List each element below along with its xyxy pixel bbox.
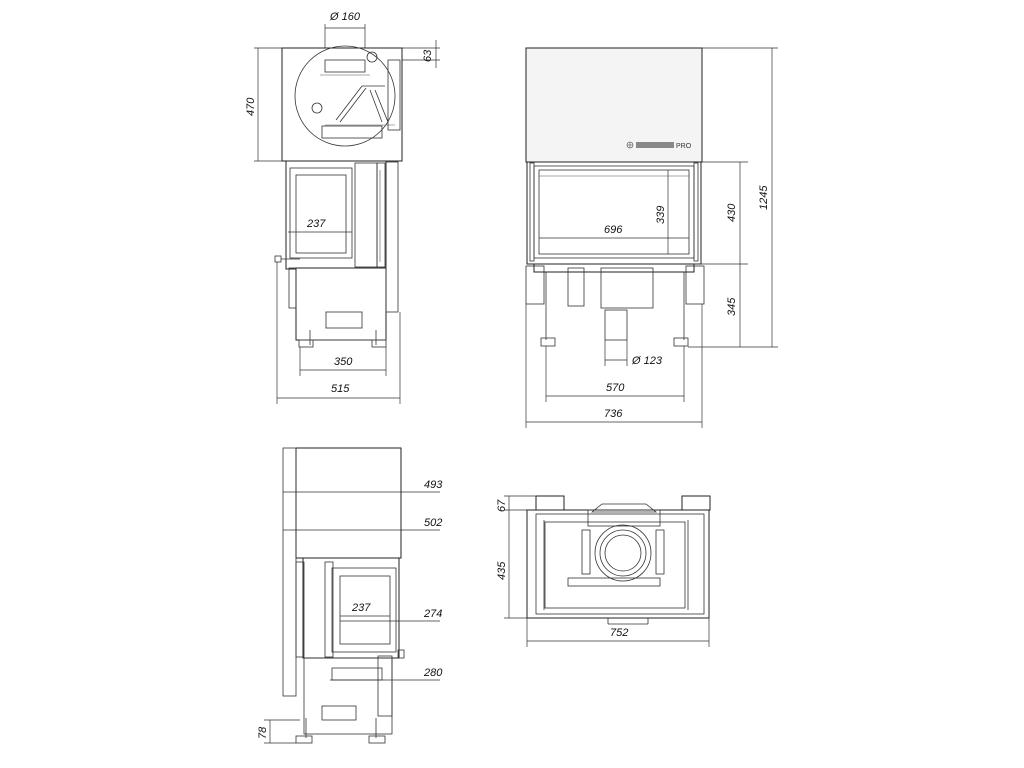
side-view-2: 493 502 237 274 280 78 <box>257 447 443 744</box>
dim-top-width: 752 <box>610 627 628 639</box>
dim-side2-foot: 78 <box>257 726 269 739</box>
dim-side2-depth-b: 502 <box>424 517 442 529</box>
dim-top-depth: 435 <box>496 561 508 580</box>
dim-front-total-height: 1245 <box>758 185 770 210</box>
dim-front-glass-height: 339 <box>655 206 667 224</box>
dim-side2-depth-d: 280 <box>423 667 443 679</box>
side-view: Ø 160 63 470 237 350 515 <box>245 11 440 404</box>
flue-circle <box>294 45 396 147</box>
dim-top-collar: 67 <box>496 499 508 512</box>
dim-side-collar: 63 <box>422 49 434 62</box>
dim-side-flue-diameter: Ø 160 <box>329 11 361 23</box>
dim-front-feet: 570 <box>606 382 625 394</box>
dim-side2-depth-c: 274 <box>423 608 442 620</box>
top-view: 67 435 752 <box>496 495 711 647</box>
brand-logo-text: PRO <box>676 143 692 150</box>
brand-logo-icon <box>626 141 674 149</box>
dim-front-glass-width: 696 <box>604 224 623 236</box>
dim-front-air-diameter: Ø 123 <box>631 355 663 367</box>
dim-front-body-height: 430 <box>726 203 738 222</box>
dim-side-door-depth: 237 <box>306 218 326 230</box>
dim-side-top-height: 470 <box>245 97 257 116</box>
front-view: PRO 696 339 430 345 1245 <box>525 47 778 428</box>
dim-side-feet: 350 <box>334 356 353 368</box>
dim-front-base-height: 345 <box>726 297 738 316</box>
dim-side-width: 515 <box>331 383 350 395</box>
dim-side2-door-depth: 237 <box>351 602 371 614</box>
dim-front-width: 736 <box>604 408 623 420</box>
dim-side2-depth-a: 493 <box>424 479 443 491</box>
